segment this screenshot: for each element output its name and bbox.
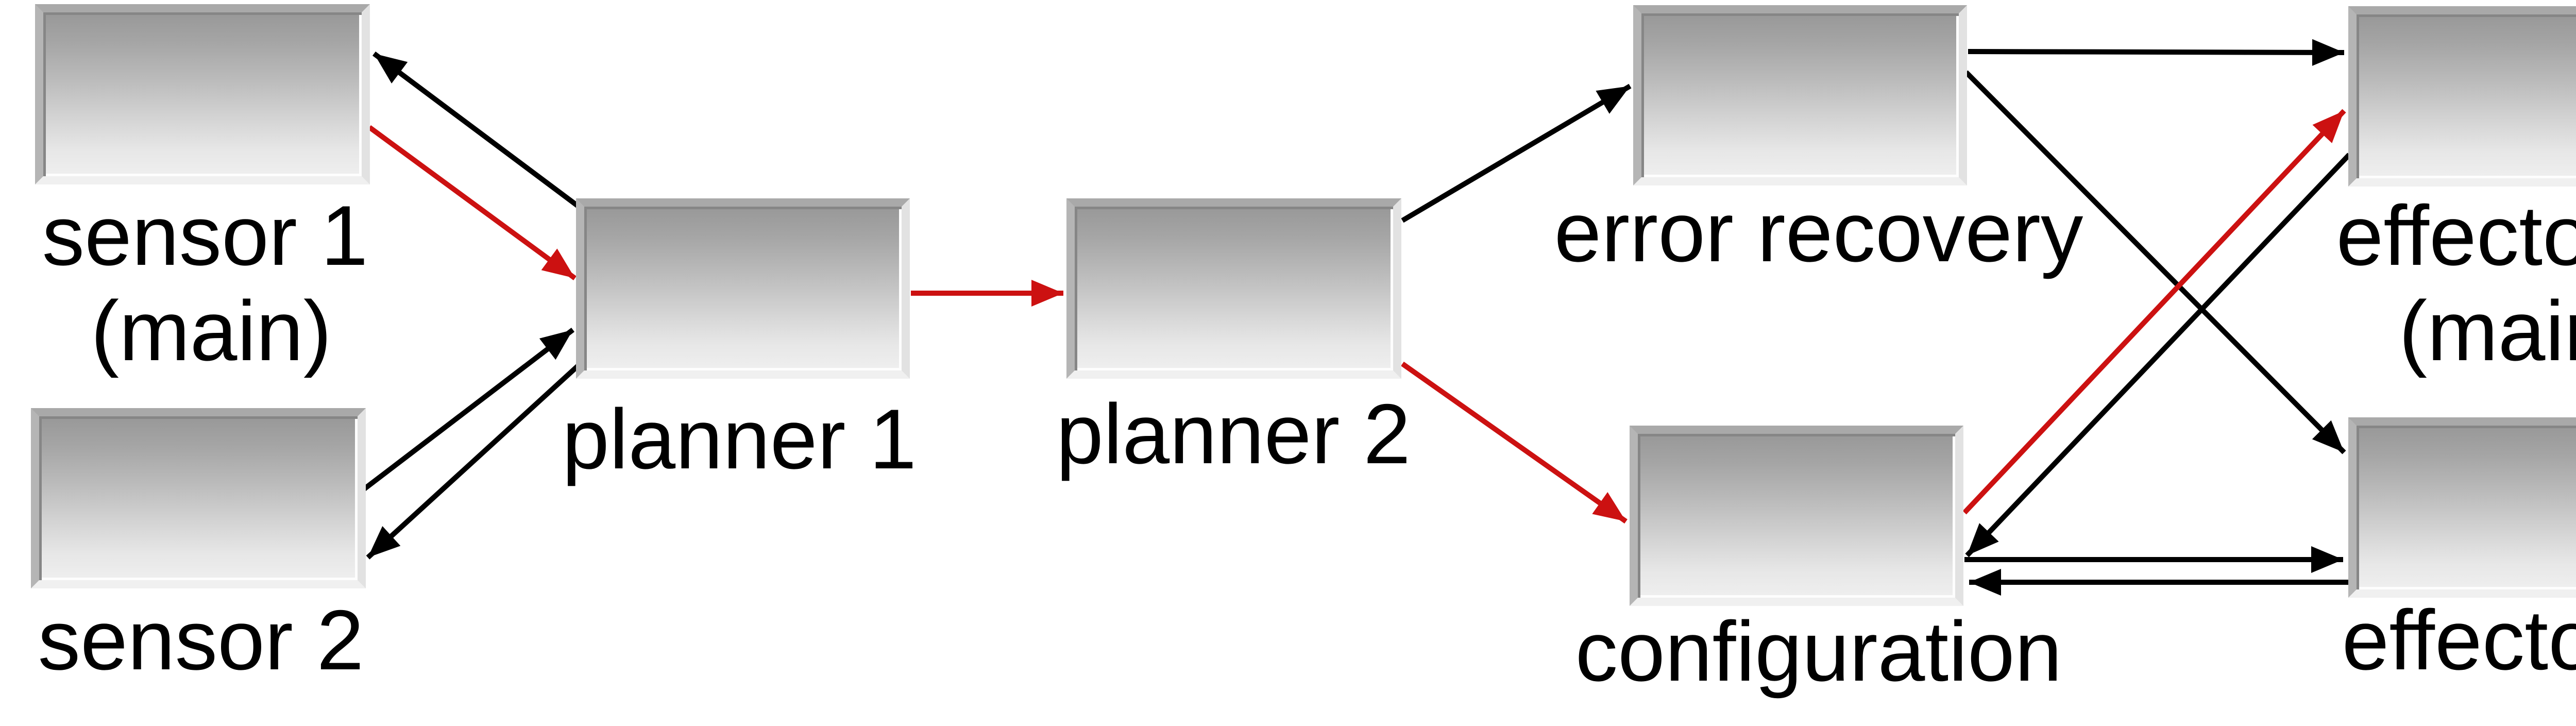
label-planner-1: planner 1 xyxy=(562,392,917,486)
label-sensor-2: sensor 2 xyxy=(38,593,364,687)
edge-error-recovery-to-effector1 xyxy=(1968,39,2345,66)
edge-configuration-to-effector1 xyxy=(1962,109,2346,515)
node-sensor-2 xyxy=(31,408,366,588)
node-error-recovery xyxy=(1633,5,1967,185)
label-effector-1: effector 1 xyxy=(2336,188,2576,283)
edge-planner2-to-configuration xyxy=(1401,361,1628,524)
label-effector-2: effector 2 xyxy=(2342,593,2576,687)
sublabel-effector-1: (main) xyxy=(2399,283,2576,378)
node-configuration xyxy=(1630,426,1963,606)
label-sensor-1: sensor 1 xyxy=(42,188,368,283)
node-planner-2 xyxy=(1066,198,1401,379)
label-configuration: configuration xyxy=(1575,604,2062,699)
edge-sensor2-to-planner1 xyxy=(360,328,575,493)
edge-planner1-to-sensor2 xyxy=(366,363,581,560)
label-planner-2: planner 2 xyxy=(1056,386,1411,481)
node-effector-2 xyxy=(2348,417,2576,598)
node-sensor-1 xyxy=(35,4,370,184)
edge-error-recovery-to-effector2 xyxy=(1964,70,2346,454)
edge-planner1-to-sensor1 xyxy=(372,51,580,209)
edge-sensor1-to-planner1 xyxy=(368,125,577,281)
node-effector-1 xyxy=(2348,6,2576,187)
label-error-recovery: error recovery xyxy=(1554,184,2083,279)
node-planner-1 xyxy=(576,198,910,379)
edge-effector1-to-configuration xyxy=(1965,153,2351,558)
edge-planner2-to-error-recovery xyxy=(1401,83,1632,223)
sublabel-sensor-1: (main) xyxy=(91,283,332,378)
